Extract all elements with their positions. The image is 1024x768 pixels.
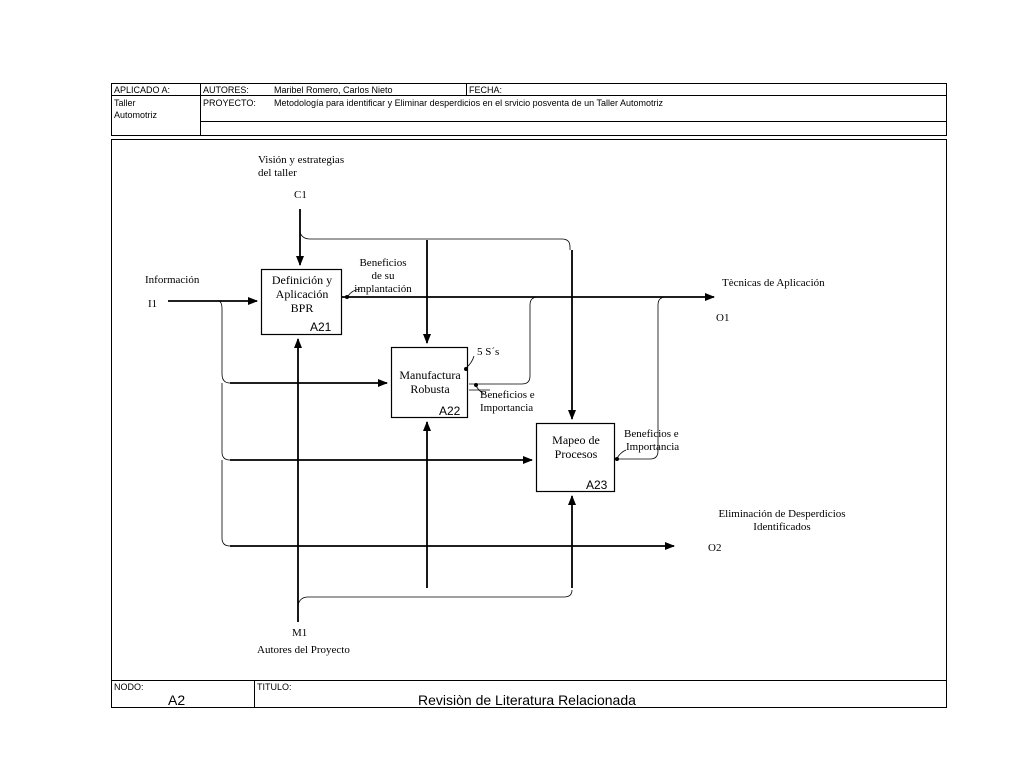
box-a23-title: Mapeo de Procesos xyxy=(537,433,615,461)
titulo-value: Revisiòn de Literatura Relacionada xyxy=(418,692,636,708)
annot-a21-line3: implantación xyxy=(354,283,412,295)
annot-a22-top: 5 S´s xyxy=(477,346,500,358)
box-a22-id: A22 xyxy=(439,404,461,418)
autores-label: AUTORES: xyxy=(203,85,249,95)
box-a22 xyxy=(390,346,469,419)
annot-a22-line1: Beneficios e xyxy=(480,389,535,401)
box-a21-line3: BPR xyxy=(290,301,314,315)
output1-label: Tècnicas de Aplicación xyxy=(722,277,825,289)
box-a21-line2: Aplicación xyxy=(275,287,329,301)
nodo-label: NODO: xyxy=(114,682,144,692)
box-a23 xyxy=(535,422,616,493)
mechanism-label: Autores del Proyecto xyxy=(257,644,350,656)
box-a23-line1: Mapeo de xyxy=(552,433,600,447)
annot-a23-line2: Importancia xyxy=(626,441,680,453)
box-a22-line1: Manufactura xyxy=(399,368,461,382)
box-a22-title: Manufactura Robusta xyxy=(392,368,468,396)
control-label-1: Visión y estrategias xyxy=(258,154,345,166)
control-label-2: del taller xyxy=(258,167,297,179)
mechanism-code: M1 xyxy=(292,627,308,639)
output1-code: O1 xyxy=(716,312,730,324)
proyecto-label: PROYECTO: xyxy=(203,98,256,108)
nodo-value: A2 xyxy=(168,692,186,708)
main-frame xyxy=(111,139,947,708)
fecha-label: FECHA: xyxy=(469,85,503,95)
aplicado-value-2: Automotriz xyxy=(114,110,158,120)
box-a23-id: A23 xyxy=(586,478,608,492)
box-a21 xyxy=(260,268,343,336)
titulo-label: TITULO: xyxy=(257,682,292,692)
annot-a21-line2: de su xyxy=(371,270,395,282)
input-label: Información xyxy=(145,274,200,286)
aplicado-label: APLICADO A: xyxy=(114,85,171,95)
box-a21-id: A21 xyxy=(310,320,332,334)
box-a22-line2: Robusta xyxy=(410,382,450,396)
annot-a21-line1: Beneficios xyxy=(359,257,407,269)
output2-label-2: Identificados xyxy=(753,521,811,533)
header-frame xyxy=(111,83,947,136)
box-a21-line1: Definición y xyxy=(271,273,333,287)
box-a23-line2: Procesos xyxy=(554,447,598,461)
output2-label-1: Eliminación de Desperdicios xyxy=(718,508,846,520)
box-a21-title: Definición y Aplicación BPR xyxy=(262,273,342,315)
annot-a22-line2: Importancia xyxy=(480,402,534,414)
annot-a21: Beneficios de su implantación xyxy=(350,257,416,296)
control-code: C1 xyxy=(294,189,307,201)
output2-code: O2 xyxy=(708,542,722,554)
autores-value: Maribel Romero, Carlos Nieto xyxy=(274,85,393,95)
proyecto-value: Metodología para identificar y Eliminar … xyxy=(274,98,664,108)
annot-a23-line1: Beneficios e xyxy=(624,428,679,440)
aplicado-value-1: Taller xyxy=(114,98,136,108)
input-code: I1 xyxy=(148,298,158,310)
